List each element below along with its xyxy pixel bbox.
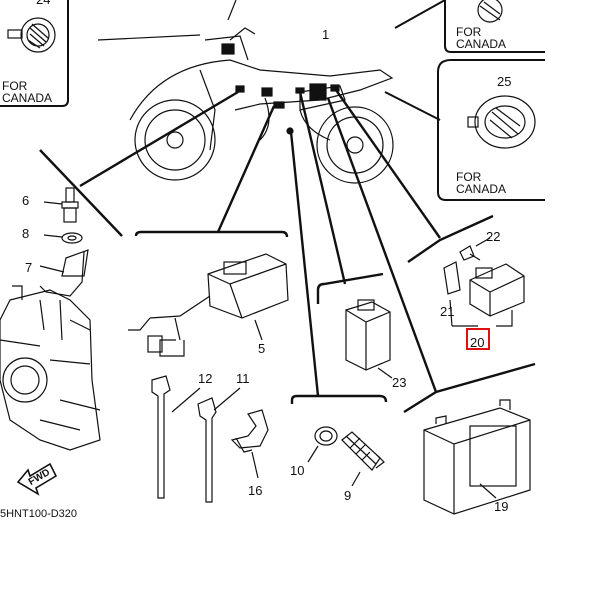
part-label-5: 5 [258,341,266,356]
part-label-12: 12 [198,371,213,386]
bracket-battery [403,362,536,414]
relay-20-drawing [452,263,525,327]
note-for-canada-right: FOR CANADA [456,170,507,196]
part-label-9: 9 [344,488,352,503]
frame-line-left [97,34,201,41]
leader-line-battery [326,97,438,393]
leader-line-9 [289,131,320,397]
o-ring-10-drawing [307,426,338,463]
motorcycle-outline [129,0,394,184]
plate-7-drawing [39,249,89,277]
bracket-21-drawing [443,261,461,327]
lens-top-right-drawing [477,0,503,23]
part-label-20: 20 [470,335,485,350]
bracket-cdi [134,230,289,238]
note-for-canada-top-right: FOR CANADA [456,25,507,51]
battery-19-drawing [423,399,531,515]
bracket-relay [407,214,494,263]
document-code: 5HNT100-D320 [0,508,78,520]
fwd-arrow [16,462,58,496]
leader-line-23 [298,91,347,285]
cdi-unit-5-drawing [128,253,289,357]
cable-tie-11-drawing [197,387,241,503]
bolt-6-drawing [43,187,79,223]
washer-8-drawing [43,232,83,244]
part-label-23: 23 [392,375,407,390]
part-label-7: 7 [25,260,33,275]
part-label-24: 24 [36,0,50,6]
lens-24-drawing [7,17,56,53]
switch-9-drawing [341,431,385,487]
lens-25-drawing [467,95,536,149]
part-label-1: 1 [322,27,330,42]
screw-22-drawing [459,237,491,261]
relay-23-drawing [345,299,393,379]
part-label-10: 10 [290,463,305,478]
cable-tie-12-drawing [151,375,201,499]
part-label-22: 22 [486,229,501,244]
part-label-16: 16 [248,483,263,498]
part-label-11: 11 [236,371,250,386]
carburetor-drawing [0,251,101,451]
highlight-box-part-20 [466,328,490,350]
clamp-16-drawing [230,409,269,479]
frame-line-right [394,0,446,29]
part-label-8: 8 [22,226,30,241]
note-for-canada-left: FOR CANADA [2,79,53,105]
bracket-carb [39,149,123,237]
part-label-19: 19 [494,499,509,514]
bracket-9 [290,394,388,404]
leader-line-cdi [216,105,276,233]
inset-bracket-left [0,0,69,107]
part-label-21: 21 [440,304,455,319]
inset-bracket-right-top [444,0,545,53]
part-label-6: 6 [22,193,30,208]
leader-line-carb [79,90,239,188]
leader-line-relay [335,89,441,239]
inset-bracket-right [437,59,545,201]
bracket-23 [316,272,384,304]
part-label-25: 25 [497,74,512,89]
